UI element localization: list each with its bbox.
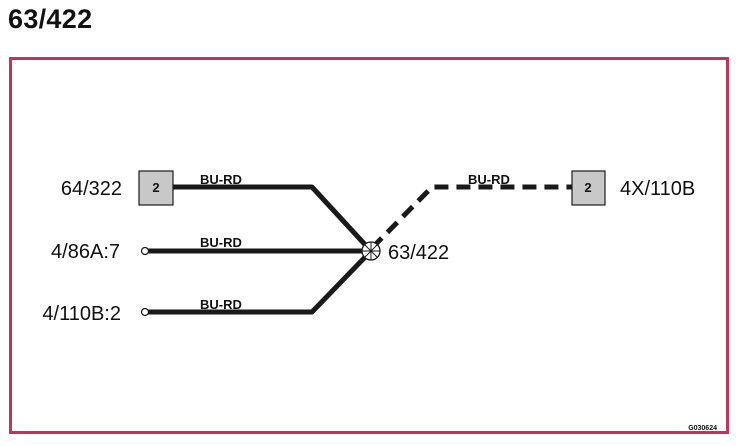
wire-label-bot: BU-RD [200, 297, 242, 312]
wire-top [173, 184, 372, 252]
splice-icon [361, 241, 381, 261]
connector-right [571, 170, 606, 206]
wire-right-dashed [370, 184, 572, 250]
diagram-title: 63/422 [8, 4, 93, 34]
figure-code: G030624 [688, 425, 717, 432]
node-label-left-mid: 4/86A:7 [51, 241, 120, 263]
wire-label-top: BU-RD [200, 172, 242, 187]
wire-bot [146, 250, 372, 315]
terminal-left-mid [140, 246, 150, 256]
node-label-left-top: 64/322 [61, 178, 122, 200]
node-label-left-bot: 4/110B:2 [42, 303, 121, 325]
node-label-splice: 63/422 [388, 242, 449, 264]
wire-label-right: BU-RD [468, 172, 510, 187]
terminal-left-bot [140, 307, 150, 317]
connector-left-top [138, 170, 174, 206]
connector-left-top-pin: 2 [152, 180, 159, 195]
connector-right-pin: 2 [584, 180, 591, 195]
node-label-right: 4X/110B [620, 178, 695, 200]
diagram-frame [9, 57, 729, 434]
wire-label-mid: BU-RD [200, 235, 242, 250]
